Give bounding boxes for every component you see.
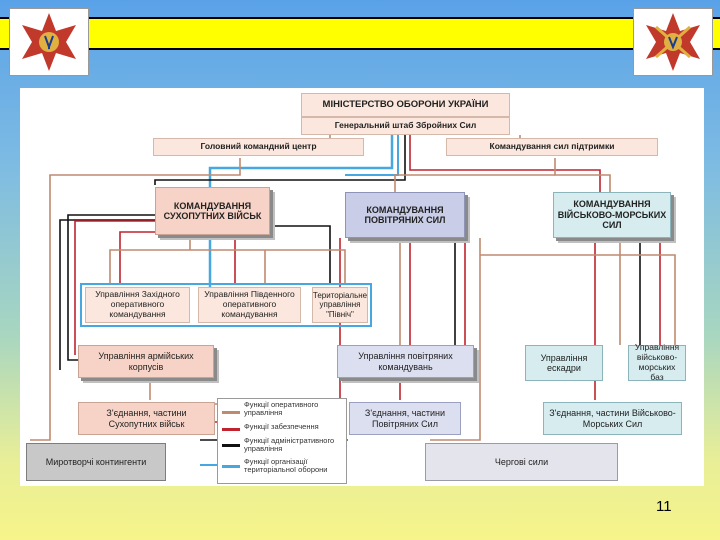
territorial-command-box: Територіальне управління "Північ" — [312, 287, 368, 323]
main-command-center-box: Головний командний центр — [153, 138, 364, 156]
duty-forces-box: Чергові сили — [425, 443, 618, 481]
page-number: 11 — [656, 498, 672, 515]
legend: Функції оперативного управління Функції … — [217, 398, 347, 484]
top-yellow-bar — [0, 17, 720, 50]
army-cross-emblem-icon — [9, 8, 89, 76]
legend-swatch-support — [222, 428, 240, 431]
legend-label: Функції оперативного управління — [244, 400, 319, 418]
land-forces-command-box: КОМАНДУВАННЯ СУХОПУТНИХ ВІЙСЬК — [155, 187, 270, 235]
air-units-box: З'єднання, частини Повітряних Сил — [349, 402, 461, 435]
south-command-box: Управління Південного оперативного коман… — [198, 287, 301, 323]
squadron-box: Управління ескадри — [525, 345, 603, 381]
navy-command-box: КОМАНДУВАННЯ ВІЙСЬКОВО-МОРСЬКИХ СИЛ — [553, 192, 671, 238]
support-command-box: Командування сил підтримки — [446, 138, 658, 156]
legend-label: Функції організації територіальної оборо… — [244, 457, 328, 475]
navy-cross-emblem-icon — [633, 8, 713, 76]
territorial-defense-frame — [80, 283, 372, 327]
navy-units-box: З'єднання, частини Військово-Морських Си… — [543, 402, 682, 435]
peacekeeping-box: Миротворчі контингенти — [26, 443, 166, 481]
legend-swatch-territorial — [222, 465, 240, 468]
army-corps-box: Управління армійських корпусів — [78, 345, 214, 378]
air-force-command-box: КОМАНДУВАННЯ ПОВІТРЯНИХ СИЛ — [345, 192, 465, 238]
west-command-box: Управління Західного оперативного команд… — [85, 287, 190, 323]
ministry-box: МІНІСТЕРСТВО ОБОРОНИ УКРАЇНИ — [301, 93, 510, 117]
legend-swatch-administrative — [222, 444, 240, 447]
naval-bases-box: Управління військово-морських баз — [628, 343, 686, 382]
legend-label: Функції адміністративного управління — [244, 436, 335, 454]
land-units-box: З'єднання, частини Сухопутних військ — [78, 402, 215, 435]
air-commands-box: Управління повітряних командувань — [337, 345, 474, 378]
general-staff-box: Генеральний штаб Збройних Сил — [301, 117, 510, 135]
legend-swatch-operational — [222, 411, 240, 414]
legend-label: Функції забезпечення — [244, 422, 319, 431]
